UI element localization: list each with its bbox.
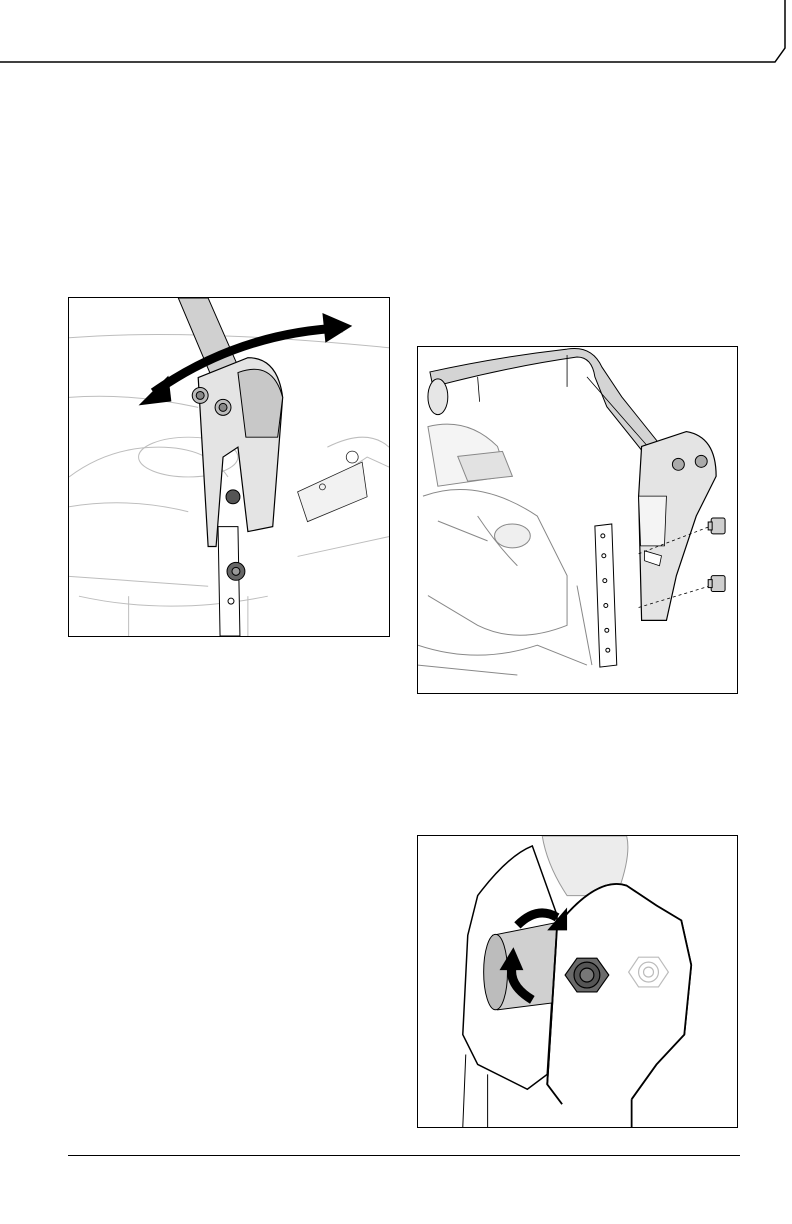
footer-rule: [68, 1155, 740, 1156]
cut-line-marker: [0, 0, 792, 70]
pivot-nut-illustration: [418, 836, 737, 1127]
handle-pivot-illustration: [69, 298, 389, 636]
figure-handle-bracket: [417, 346, 738, 694]
handle-bracket-illustration: [418, 347, 737, 693]
figure-pivot-nut: [417, 835, 738, 1128]
figure-handle-pivot: [68, 297, 390, 637]
